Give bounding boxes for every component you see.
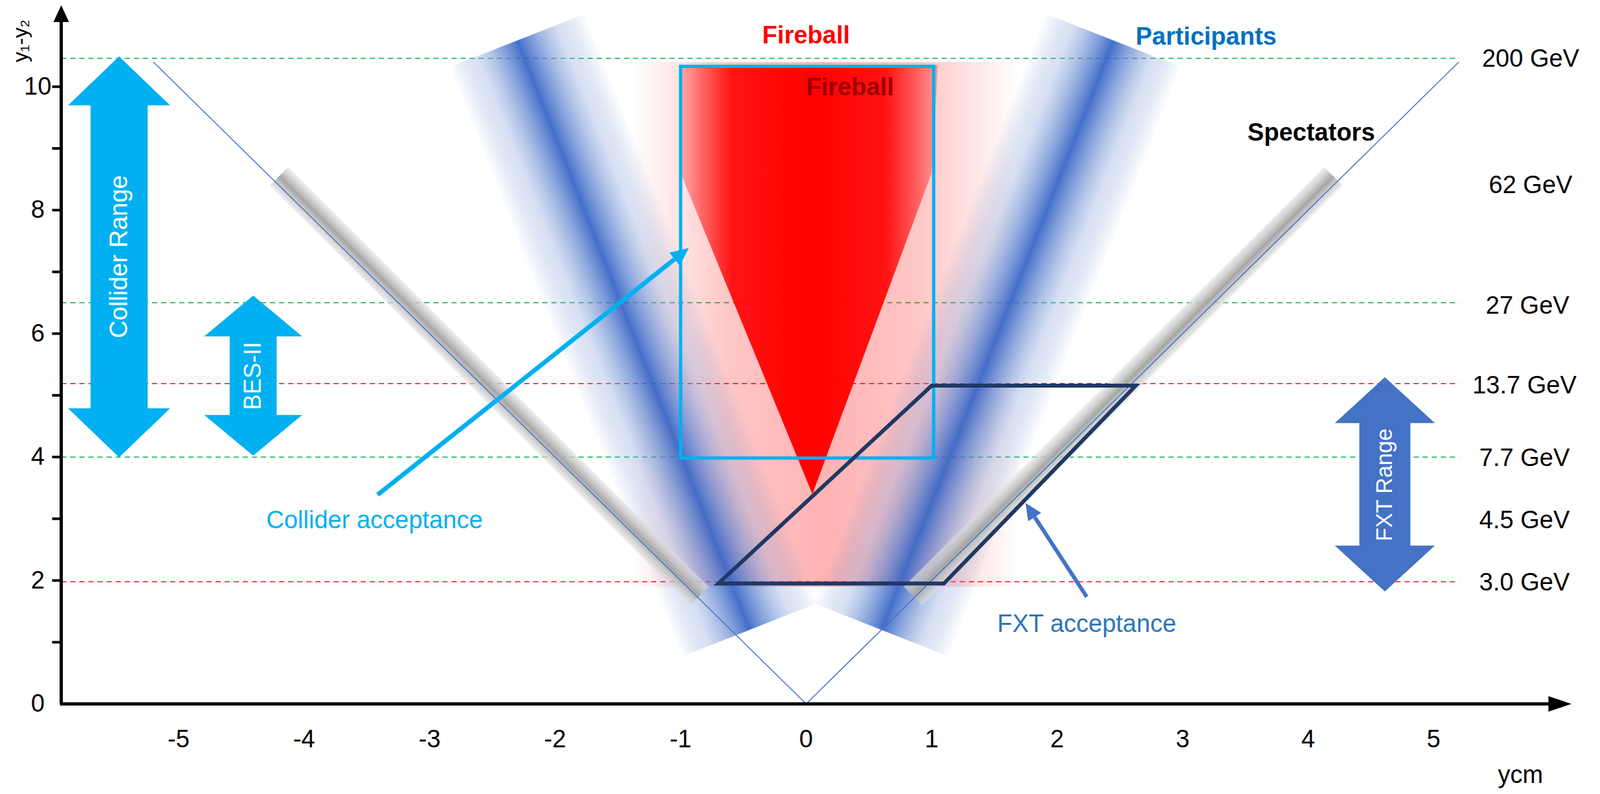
axis-tick (51, 641, 61, 644)
arrow-head (1025, 503, 1042, 522)
range-label: BES-II (239, 342, 266, 411)
region-label: Fireball (806, 73, 895, 103)
tick-label: 0 (31, 689, 45, 719)
tick-label: 2 (1050, 725, 1064, 754)
axis-tick (51, 455, 61, 459)
participant-band (813, 13, 1182, 657)
double-arrow: Collider Range (68, 56, 170, 458)
tick-label: 1 (924, 725, 939, 754)
tick-label: 8 (31, 195, 45, 225)
tick-label: 4 (1301, 725, 1315, 754)
axis-tick (51, 208, 61, 212)
region-label: Participants (1135, 22, 1278, 52)
range-label: FXT Range (1372, 428, 1398, 542)
tick-label: -1 (669, 725, 692, 754)
tick-label: 4 (31, 442, 45, 472)
axis-tick (51, 394, 61, 397)
arrow-shape (68, 56, 170, 458)
spectator-band (269, 167, 709, 606)
arrow-head (669, 247, 689, 266)
axis-tick (51, 517, 61, 520)
axis-tick (51, 579, 61, 583)
energy-label: 62 GeV (1489, 171, 1573, 201)
energy-label: 4.5 GeV (1479, 506, 1570, 535)
tick-label: -4 (293, 725, 316, 754)
tick-label: -3 (418, 725, 441, 754)
tick-label: 2 (31, 566, 45, 596)
tick-label: -2 (543, 725, 566, 754)
axis-arrow (53, 5, 69, 23)
double-arrow: BES-II (204, 295, 303, 456)
fxt-acceptance-box (718, 385, 1136, 584)
region-label: Fireball (762, 21, 850, 50)
energy-label: 13.7 GeV (1472, 371, 1577, 400)
callout-label: FXT acceptance (997, 610, 1177, 639)
collider-acceptance-box (680, 66, 934, 458)
region-label: Spectators (1247, 118, 1375, 148)
physics-illustration (60, 13, 1459, 705)
axes (51, 5, 1571, 712)
y-axis (59, 19, 63, 705)
energy-line (60, 57, 1459, 59)
leader-arrow (377, 259, 675, 495)
energy-label: 7.7 GeV (1479, 444, 1570, 473)
double-arrow: FXT Range (1334, 377, 1435, 592)
tick-label: 10 (23, 72, 52, 102)
tick-label: -5 (167, 725, 190, 754)
energy-label: 3.0 GeV (1479, 568, 1570, 598)
axis-tick (51, 332, 61, 336)
energy-label: 27 GeV (1485, 291, 1570, 321)
axis-tick (51, 147, 61, 150)
rapidity-line (805, 62, 1459, 705)
axis-tick (51, 270, 61, 273)
axis-title: ycm (1497, 761, 1543, 790)
x-axis (59, 702, 1551, 706)
tick-label: 5 (1426, 725, 1441, 754)
tick-label: 6 (31, 319, 45, 349)
callout-label: Collider acceptance (266, 506, 483, 535)
axis-tick (51, 85, 61, 89)
energy-label: 200 GeV (1482, 44, 1580, 74)
tick-label: 0 (799, 725, 813, 754)
participant-band (449, 13, 818, 657)
leader-arrow (1034, 517, 1087, 598)
arrow-shape (204, 295, 303, 456)
tick-label: 3 (1176, 725, 1190, 754)
axis-arrow (1548, 696, 1571, 712)
range-label: Collider Range (105, 175, 133, 338)
axis-title: y₁-y₂ (8, 19, 33, 63)
arrow-shape (1334, 377, 1435, 592)
rapidity-line (153, 62, 807, 705)
